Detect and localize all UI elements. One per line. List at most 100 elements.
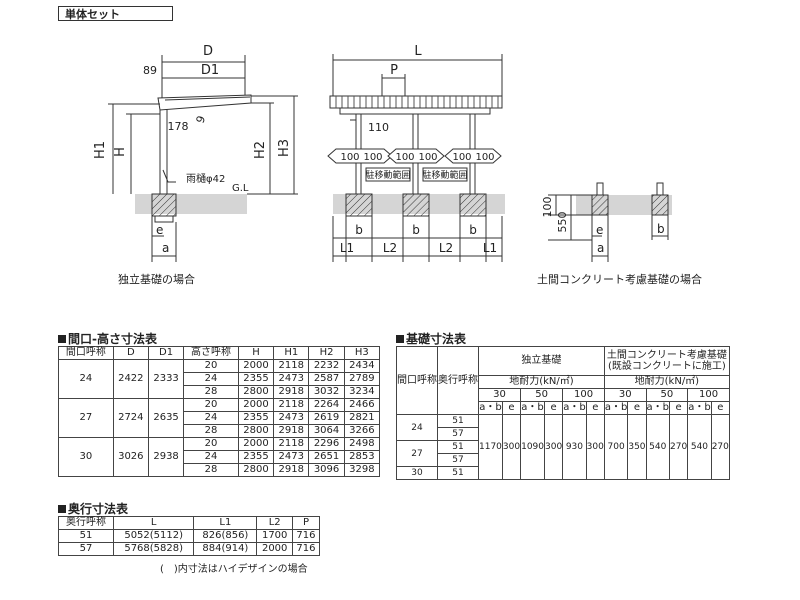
- table-cell: 24: [183, 450, 239, 464]
- table-cell: 2466: [343, 398, 381, 412]
- table-cell: 2918: [273, 463, 310, 477]
- caption-slab-base: 土間コンクリート考慮基礎の場合: [537, 272, 702, 286]
- table-header: L1: [193, 516, 258, 530]
- frontage-cell: 24: [58, 359, 114, 399]
- table-cell: 2355: [237, 411, 275, 425]
- depth-table-note: ( )内寸法はハイデザインの場合: [160, 564, 308, 575]
- table-cell: 2587: [308, 372, 345, 386]
- table-header: 間口呼称: [396, 346, 438, 415]
- table-header: 100: [687, 388, 730, 402]
- table-cell: 2118: [273, 437, 310, 451]
- table-header: 地耐力(kN/㎡): [478, 375, 605, 389]
- label-a: a: [162, 241, 169, 255]
- table-header: a・b: [478, 401, 503, 415]
- label-b1: b: [355, 223, 363, 237]
- arrow-label-3b: 100: [475, 152, 494, 163]
- table-cell: 2000: [237, 359, 275, 373]
- table-header: e: [585, 401, 605, 415]
- table-cell: 20: [183, 398, 239, 412]
- height-table-title: 間口-高さ寸法表: [58, 330, 157, 347]
- label-100: 100: [541, 197, 554, 218]
- table-cell: 2232: [308, 359, 345, 373]
- table-cell: 2619: [308, 411, 345, 425]
- label-L2-left: L2: [383, 241, 397, 255]
- table-cell: 51: [57, 529, 115, 543]
- table-header: 50: [645, 388, 689, 402]
- frontage-cell: 30: [58, 437, 114, 477]
- table-cell: 20: [183, 359, 239, 373]
- base-value-cell: 1170: [478, 414, 503, 480]
- label-e-right: e: [596, 223, 603, 237]
- table-header: P: [291, 516, 321, 530]
- table-cell: 2918: [273, 424, 310, 438]
- front-elevation-drawing: 100 100 100 100 100 100 駐移動範囲 駐移動範囲 L P …: [327, 44, 505, 262]
- table-cell: 28: [183, 463, 239, 477]
- label-b-right: b: [657, 222, 665, 236]
- table-cell: 2938: [147, 437, 185, 477]
- depth-cell: 51: [437, 414, 479, 428]
- table-cell: 2000: [237, 437, 275, 451]
- table-cell: 2333: [147, 359, 185, 399]
- base-value-cell: 700: [603, 414, 629, 480]
- base-value-cell: 300: [585, 414, 605, 480]
- table-row: 間口呼称奥行呼称独立基礎土間コンクリート考慮基礎 (既設コンクリートに施工): [396, 346, 730, 415]
- label-D: D: [203, 44, 213, 59]
- depth-table-title: 奥行寸法表: [58, 500, 128, 517]
- sign-label-2: 駐移動範囲: [422, 169, 467, 181]
- table-cell: 2800: [237, 385, 275, 399]
- table-cell: 2821: [343, 411, 381, 425]
- table-cell: 2473: [273, 450, 310, 464]
- side-elevation-drawing: D D1 89 178 9 H1 H H2 H3 雨樋φ42 G.L e a: [93, 44, 298, 262]
- table-cell: 2498: [343, 437, 381, 451]
- label-H2: H2: [253, 141, 268, 159]
- table-header: 土間コンクリート考慮基礎 (既設コンクリートに施工): [603, 346, 730, 376]
- arrow-label-1b: 100: [363, 152, 382, 163]
- label-gutter: 雨樋φ42: [186, 172, 225, 185]
- label-a-right: a: [597, 241, 604, 255]
- label-9: 9: [194, 114, 209, 125]
- frontage-cell: 24: [396, 414, 438, 441]
- table-cell: 2000: [237, 398, 275, 412]
- slab-base-drawing: 100 550 e a b: [541, 182, 672, 262]
- table-cell: 826(856): [193, 529, 258, 543]
- table-cell: 3266: [343, 424, 381, 438]
- label-178: 178: [168, 120, 189, 133]
- table-cell: 2789: [343, 372, 381, 386]
- depth-cell: 51: [437, 466, 479, 480]
- table-cell: 2918: [273, 385, 310, 399]
- table-cell: 3064: [308, 424, 345, 438]
- table-header: 地耐力(kN/㎡): [603, 375, 730, 389]
- table-cell: 3032: [308, 385, 345, 399]
- label-H1: H1: [93, 141, 108, 159]
- table-cell: 2853: [343, 450, 381, 464]
- base-value-cell: 300: [501, 414, 522, 480]
- table-cell: 5768(5828): [113, 542, 195, 556]
- label-110: 110: [368, 121, 389, 134]
- table-header: 30: [603, 388, 647, 402]
- label-L: L: [414, 44, 422, 59]
- depth-cell: 51: [437, 440, 479, 454]
- table-header: D1: [147, 346, 185, 360]
- table-header: e: [627, 401, 647, 415]
- label-b2: b: [412, 223, 420, 237]
- base-value-cell: 270: [710, 414, 730, 480]
- base-table: 間口呼称奥行呼称独立基礎土間コンクリート考慮基礎 (既設コンクリートに施工)地耐…: [396, 346, 730, 480]
- frontage-cell: 30: [396, 466, 438, 480]
- table-cell: 3096: [308, 463, 345, 477]
- table-header: 奥行呼称: [437, 346, 479, 415]
- arrow-label-2b: 100: [418, 152, 437, 163]
- base-value-cell: 1090: [520, 414, 545, 480]
- table-header: a・b: [562, 401, 587, 415]
- sign-label-1: 駐移動範囲: [365, 169, 410, 181]
- table-cell: 3298: [343, 463, 381, 477]
